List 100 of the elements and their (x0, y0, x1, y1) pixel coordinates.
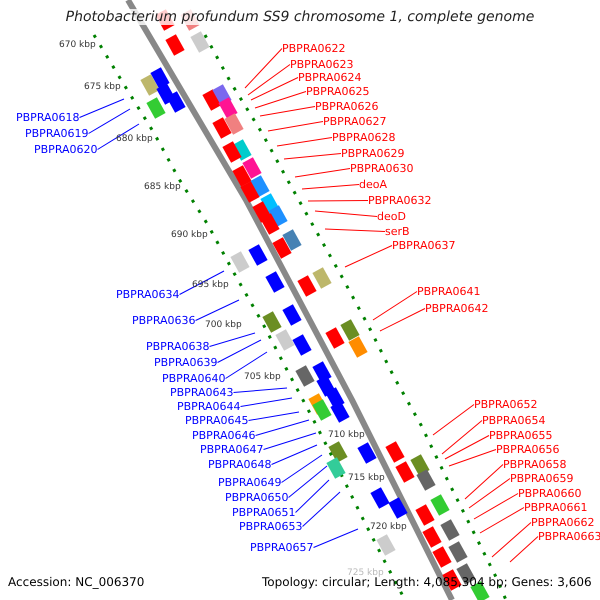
leader-line (233, 388, 288, 393)
gene-label: PBPRA0645 (185, 414, 249, 427)
leader-line (281, 454, 322, 483)
leader-line (324, 228, 386, 232)
gene-label: deoA (359, 178, 388, 191)
gene-label: PBPRA0656 (496, 443, 560, 456)
leader-line (444, 435, 490, 460)
leader-line (314, 210, 378, 217)
gene-label: PBPRA0623 (290, 58, 354, 71)
scale-label: 700 kbp (205, 320, 242, 330)
gene-label: PBPRA0624 (298, 71, 362, 84)
leader-line (480, 507, 524, 534)
gene-label: PBPRA0637 (392, 239, 456, 252)
scale-label: 720 kbp (370, 522, 407, 532)
leader-line (308, 200, 368, 202)
leader-line (179, 270, 224, 295)
leader-line (344, 245, 392, 268)
gene-label: PBPRA0622 (282, 42, 346, 55)
leader-line (464, 464, 504, 500)
gene-label: PBPRA0650 (225, 491, 289, 504)
leader-line (97, 124, 140, 150)
gene-label: PBPRA0652 (474, 398, 538, 411)
leader-line (302, 184, 360, 190)
gene-label: PBPRA0618 (16, 111, 80, 124)
gene-label: PBPRA0638 (146, 340, 210, 353)
gene-label: PBPRA0630 (350, 162, 414, 175)
leader-line (240, 398, 292, 407)
scale-label: 690 kbp (171, 230, 208, 240)
leader-line (295, 480, 330, 513)
leader-line (302, 492, 340, 527)
scale-label: 725 kbp (347, 568, 384, 578)
leader-line (254, 91, 306, 108)
gene-label: PBPRA0627 (323, 115, 387, 128)
scale-label: 675 kbp (84, 82, 121, 92)
leader-line (217, 340, 262, 363)
scale-label: 685 kbp (144, 182, 181, 192)
scale-label: 680 kbp (116, 134, 153, 144)
leader-line (260, 106, 316, 116)
gene-label: PBPRA0641 (417, 285, 481, 298)
leader-line (432, 404, 474, 436)
leader-line (372, 291, 418, 320)
scale-label: 715 kbp (348, 472, 385, 484)
leader-line (268, 121, 324, 132)
gene-label: PBPRA0648 (208, 458, 272, 471)
leader-line (510, 536, 538, 562)
leader-line (225, 352, 268, 379)
gene-label: PBPRA0649 (218, 476, 282, 489)
gene-label: PBPRA0619 (25, 127, 89, 140)
gene-label: PBPRA0655 (489, 429, 553, 442)
gene-label: deoD (377, 210, 406, 223)
gene-label: PBPRA0644 (177, 400, 241, 413)
gene-label: PBPRA0625 (306, 85, 370, 98)
gene-label: PBPRA0640 (162, 372, 226, 385)
leader-line (276, 137, 332, 146)
gene-label: PBPRA0658 (503, 458, 567, 471)
leader-line (255, 420, 310, 436)
leader-line (195, 300, 240, 321)
gene-label: serB (385, 225, 410, 238)
gene-label: PBPRA0636 (132, 314, 196, 327)
gene-label: PBPRA0660 (518, 487, 582, 500)
leader-line (248, 412, 300, 421)
gene-label: PBPRA0628 (332, 131, 396, 144)
gene-label: PBPRA0657 (250, 541, 314, 554)
leader-line (288, 466, 328, 498)
leader-line (263, 432, 316, 450)
gene-label: PBPRA0620 (34, 143, 98, 156)
leader-line (209, 332, 256, 347)
gene-label: PBPRA0653 (239, 520, 303, 533)
gene-label: PBPRA0647 (200, 443, 264, 456)
gene-label: PBPRA0646 (192, 429, 256, 442)
leader-line (271, 444, 318, 465)
gene-label: PBPRA0639 (154, 356, 218, 369)
leader-line (244, 48, 282, 88)
leader-line (474, 493, 518, 520)
gene-label: PBPRA0662 (531, 516, 595, 529)
leader-line (248, 64, 290, 96)
gene-label: PBPRA0643 (170, 386, 234, 399)
gene-label: PBPRA0659 (510, 472, 574, 485)
gene-label: PBPRA0651 (232, 506, 296, 519)
leader-line (250, 77, 298, 100)
leader-line (380, 308, 426, 332)
gene-label: PBPRA0642 (425, 302, 489, 315)
scale-label: 670 kbp (59, 40, 96, 50)
info-text: Accession: NC_006370 (8, 575, 144, 589)
gene-label: PBPRA0634 (116, 288, 180, 301)
leader-line (468, 478, 510, 508)
leader-line (284, 153, 342, 160)
gene-label: PBPRA0626 (315, 100, 379, 113)
scale-label: 705 kbp (244, 372, 281, 382)
gene-label: PBPRA0654 (482, 414, 546, 427)
gene-label: PBPRA0629 (341, 147, 405, 160)
gene-label: PBPRA0661 (524, 501, 588, 514)
scale-label: 710 kbp (328, 430, 365, 440)
leader-line (313, 528, 358, 548)
leader-line (442, 420, 482, 454)
gene-label: PBPRA0632 (368, 194, 432, 207)
leader-line (79, 98, 124, 118)
leader-line (294, 168, 350, 178)
leader-line (448, 449, 496, 466)
leader-line (88, 108, 130, 134)
